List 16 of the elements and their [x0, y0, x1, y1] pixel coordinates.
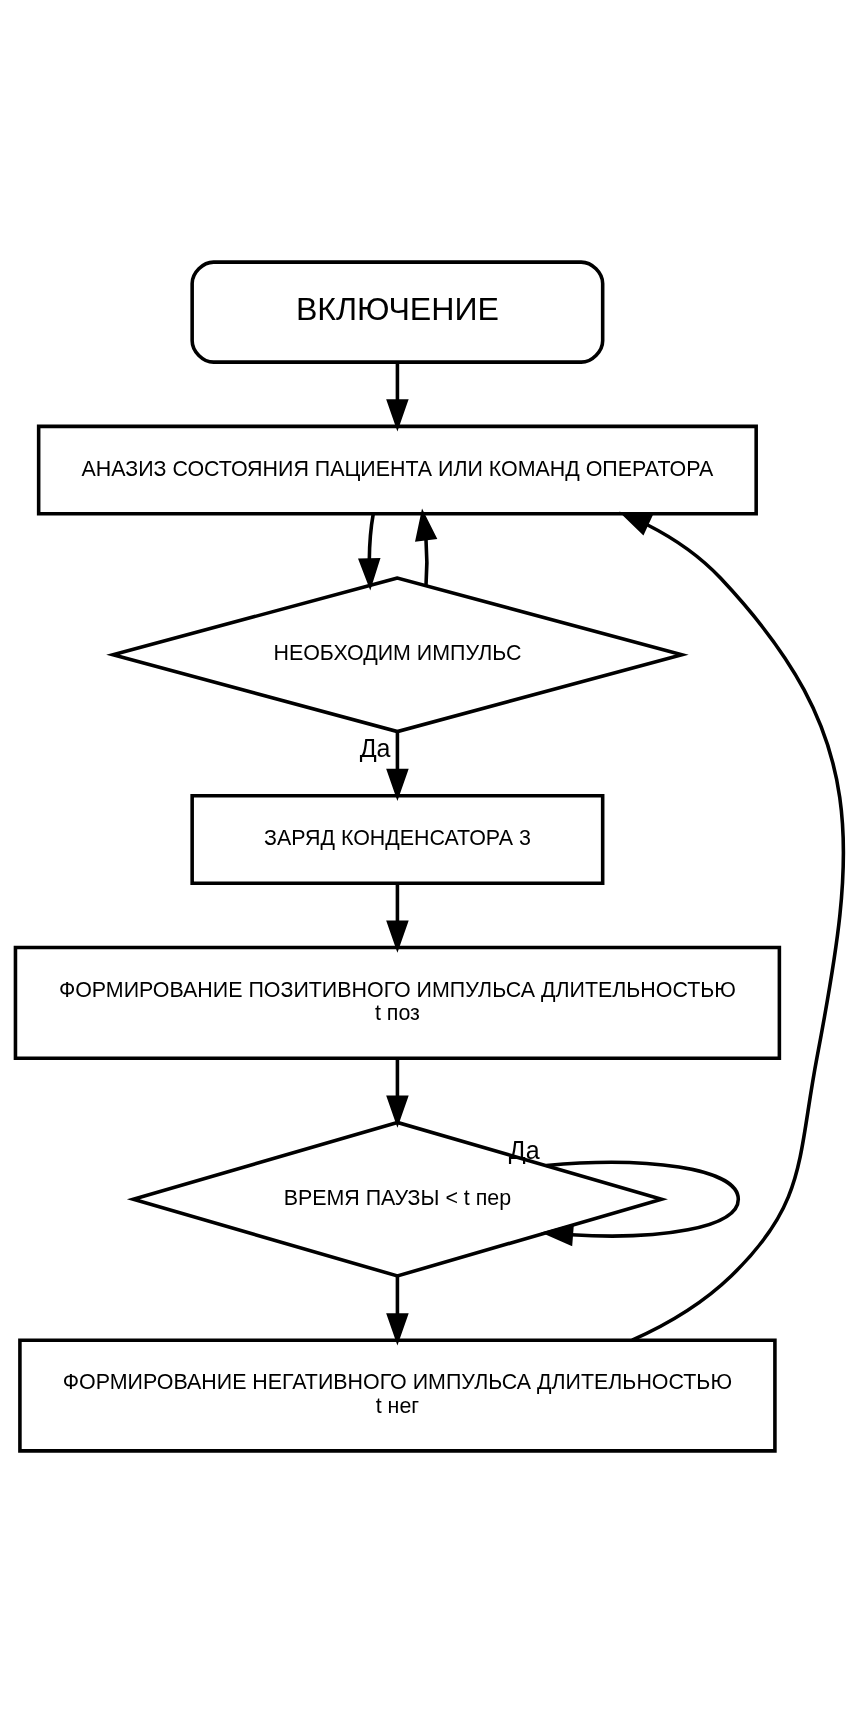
arrow [618, 511, 845, 1342]
node-box: АНАЗИЗ СОСТОЯНИЯ ПАЦИЕНТА ИЛИ КОМАНД ОПЕРАТОРА [36, 424, 758, 516]
arrow [415, 508, 438, 586]
node-box: ЗАРЯД КОНДЕНСАТОРА 3 [190, 793, 605, 885]
arrow [386, 1057, 409, 1128]
arrow [358, 513, 381, 590]
arrow [386, 1275, 409, 1345]
edge-label: Да [359, 733, 391, 762]
arrow [386, 731, 409, 801]
node-box: ФОРМИРОВАНИЕ ПОЗИТИВНОГО ИМПУЛЬСА ДЛИТЕЛЬНОСТЬЮ t поз [13, 945, 782, 1060]
node-diamond: НЕОБХОДИМ ИМПУЛЬС [106, 575, 689, 733]
node-box: ВКЛЮЧЕНИЕ [190, 259, 605, 364]
arrow [386, 882, 409, 953]
arrow [386, 362, 409, 431]
arrow [540, 1160, 741, 1246]
node-box: ФОРМИРОВАНИЕ НЕГАТИВНОГО ИМПУЛЬСА ДЛИТЕЛЬНОСТЬЮ t нег [18, 1337, 777, 1453]
